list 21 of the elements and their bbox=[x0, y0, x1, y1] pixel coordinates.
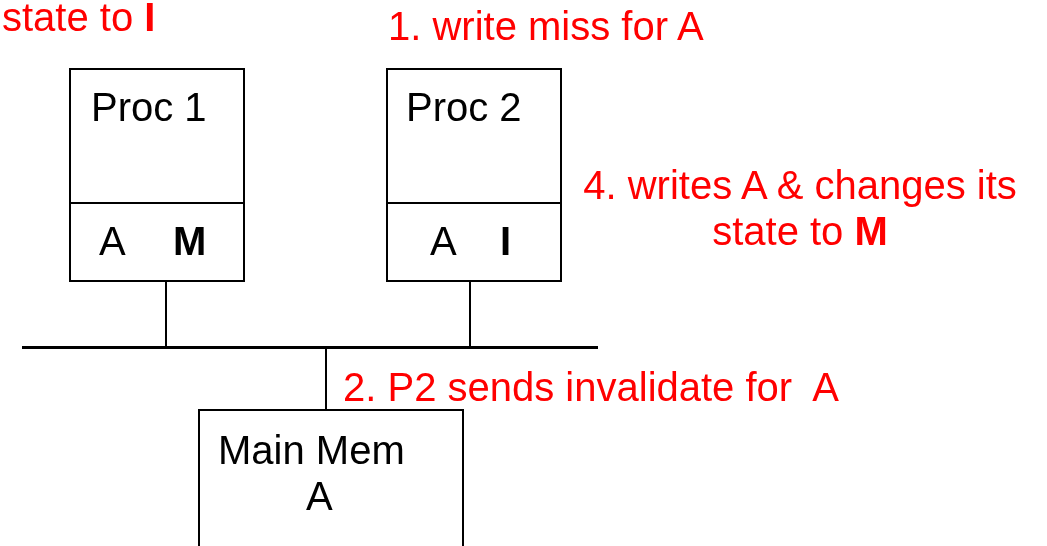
node-label: A bbox=[306, 473, 333, 519]
connector-line bbox=[325, 348, 327, 410]
connector-line bbox=[165, 281, 167, 347]
processor-box bbox=[69, 68, 245, 204]
bus-line bbox=[22, 346, 598, 349]
annotation-text: 2. P2 sends invalidate for A bbox=[343, 364, 839, 410]
state-label: M bbox=[173, 218, 207, 264]
connector-line bbox=[469, 281, 471, 347]
annotation-text: 1. write miss for A bbox=[388, 3, 704, 49]
cache-box bbox=[386, 202, 562, 282]
node-label: Main Mem bbox=[218, 427, 405, 473]
processor-box bbox=[386, 68, 562, 204]
node-label: A bbox=[430, 218, 457, 264]
annotation-text: 4. writes A & changes its state to M bbox=[582, 162, 1018, 254]
state-label: I bbox=[500, 218, 512, 264]
cache-box bbox=[69, 202, 245, 282]
node-label: Proc 1 bbox=[91, 84, 207, 130]
memory-box bbox=[198, 409, 464, 546]
node-label: Proc 2 bbox=[406, 84, 522, 130]
annotation-text: state to I bbox=[2, 0, 156, 40]
node-label: A bbox=[99, 218, 126, 264]
